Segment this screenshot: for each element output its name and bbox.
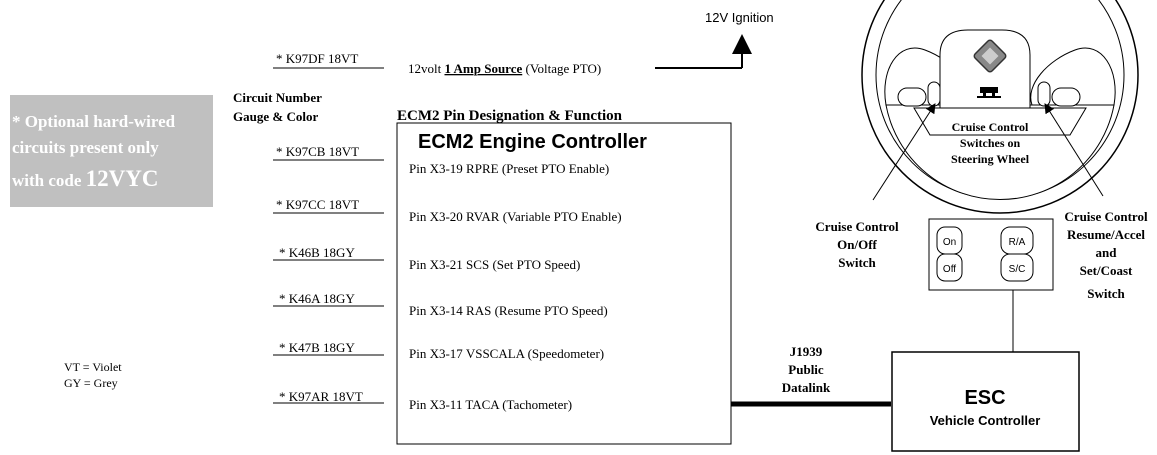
- resume-accel-label: R/A: [1009, 237, 1026, 248]
- switch-panel: On Off R/A S/C: [928, 218, 1054, 291]
- resume-label-line-2: Resume/Accel: [1067, 227, 1145, 242]
- top-wire-circuit: * K97DF 18VT: [276, 51, 358, 66]
- right-wheel-switch[interactable]: [1037, 81, 1081, 107]
- svg-text:* K46A 18GY: * K46A 18GY: [279, 291, 355, 306]
- header-circuit-number: Circuit Number: [233, 90, 322, 105]
- svg-text:Pin X3-17 VSSCALA (Speedometer: Pin X3-17 VSSCALA (Speedometer): [409, 346, 604, 361]
- pin-row-5: * K47B 18GY Pin X3-17 VSSCALA (Speedomet…: [273, 340, 604, 361]
- top-wire-function: 12volt 1 Amp Source (Voltage PTO): [408, 61, 601, 76]
- steering-label-line-2: Switches on: [960, 136, 1021, 150]
- onoff-pointer-arrow: [872, 103, 936, 201]
- steering-wheel: Cruise Control Switches on Steering Whee…: [861, 0, 1139, 214]
- pin-row-1: * K97CB 18VT Pin X3-19 RPRE (Preset PTO …: [273, 144, 609, 176]
- steering-label-line-3: Steering Wheel: [951, 152, 1030, 166]
- resume-label-line-4: Set/Coast: [1080, 263, 1133, 278]
- legend-vt: VT = Violet: [64, 360, 122, 374]
- steering-label-line-1: Cruise Control: [952, 120, 1029, 134]
- datalink-line-2: Public: [788, 362, 824, 377]
- svg-text:* K46B 18GY: * K46B 18GY: [279, 245, 355, 260]
- svg-text:Pin X3-21 SCS (Set PTO Speed): Pin X3-21 SCS (Set PTO Speed): [409, 257, 580, 272]
- resume-label-line-5: Switch: [1087, 286, 1125, 301]
- note-line-1: * Optional hard-wired: [12, 112, 176, 131]
- pin-row-4: * K46A 18GY Pin X3-14 RAS (Resume PTO Sp…: [273, 291, 608, 318]
- off-button[interactable]: [936, 253, 963, 282]
- pin-row-6: * K97AR 18VT Pin X3-11 TACA (Tachometer): [273, 389, 572, 412]
- resume-pointer-arrow: [1044, 103, 1104, 197]
- svg-text:* K47B 18GY: * K47B 18GY: [279, 340, 355, 355]
- onoff-label-line-3: Switch: [838, 255, 876, 270]
- ecm2-box: [396, 122, 732, 445]
- horn-icon: [977, 87, 1001, 98]
- svg-text:* K97CC 18VT: * K97CC 18VT: [276, 197, 359, 212]
- svg-text:* K97AR 18VT: * K97AR 18VT: [279, 389, 363, 404]
- pin-row-3: * K46B 18GY Pin X3-21 SCS (Set PTO Speed…: [273, 245, 580, 272]
- header-gauge-color: Gauge & Color: [233, 109, 318, 124]
- note-line-2: circuits present only: [12, 138, 159, 157]
- datalink-line-3: Datalink: [782, 380, 831, 395]
- header-pin-designation: ECM2 Pin Designation & Function: [397, 108, 623, 124]
- optional-circuits-note: * Optional hard-wired circuits present o…: [10, 95, 213, 207]
- svg-text:Pin X3-19 RPRE (Preset PTO Ena: Pin X3-19 RPRE (Preset PTO Enable): [409, 161, 609, 176]
- onoff-label-line-2: On/Off: [837, 237, 877, 252]
- off-button-label: Off: [943, 264, 956, 275]
- resume-label-line-1: Cruise Control: [1064, 209, 1148, 224]
- on-button-label: On: [943, 237, 956, 248]
- diamond-emblem-icon: [973, 39, 1007, 73]
- legend-gy: GY = Grey: [64, 376, 118, 390]
- esc-title: ESC: [964, 387, 1005, 409]
- svg-text:Pin X3-11 TACA (Tachometer): Pin X3-11 TACA (Tachometer): [409, 397, 572, 412]
- svg-text:* K97CB 18VT: * K97CB 18VT: [276, 144, 359, 159]
- resume-label-line-3: and: [1096, 245, 1118, 260]
- pin-row-2: * K97CC 18VT Pin X3-20 RVAR (Variable PT…: [273, 197, 622, 224]
- note-line-3: with code 12VYC: [12, 166, 159, 191]
- set-coast-button[interactable]: [1000, 253, 1034, 282]
- esc-subtitle: Vehicle Controller: [930, 413, 1041, 428]
- svg-text:Pin X3-20 RVAR (Variable PTO E: Pin X3-20 RVAR (Variable PTO Enable): [409, 209, 622, 224]
- ignition-label: 12V Ignition: [705, 10, 774, 25]
- onoff-label-line-1: Cruise Control: [815, 219, 899, 234]
- set-coast-label: S/C: [1009, 264, 1026, 275]
- ecm2-title: ECM2 Engine Controller: [418, 131, 647, 153]
- top-wire: * K97DF 18VT 12volt 1 Amp Source (Voltag…: [273, 10, 774, 76]
- esc-box: [891, 351, 1080, 452]
- datalink-line-1: J1939: [790, 344, 823, 359]
- svg-text:Pin X3-14 RAS (Resume PTO Spee: Pin X3-14 RAS (Resume PTO Speed): [409, 303, 608, 318]
